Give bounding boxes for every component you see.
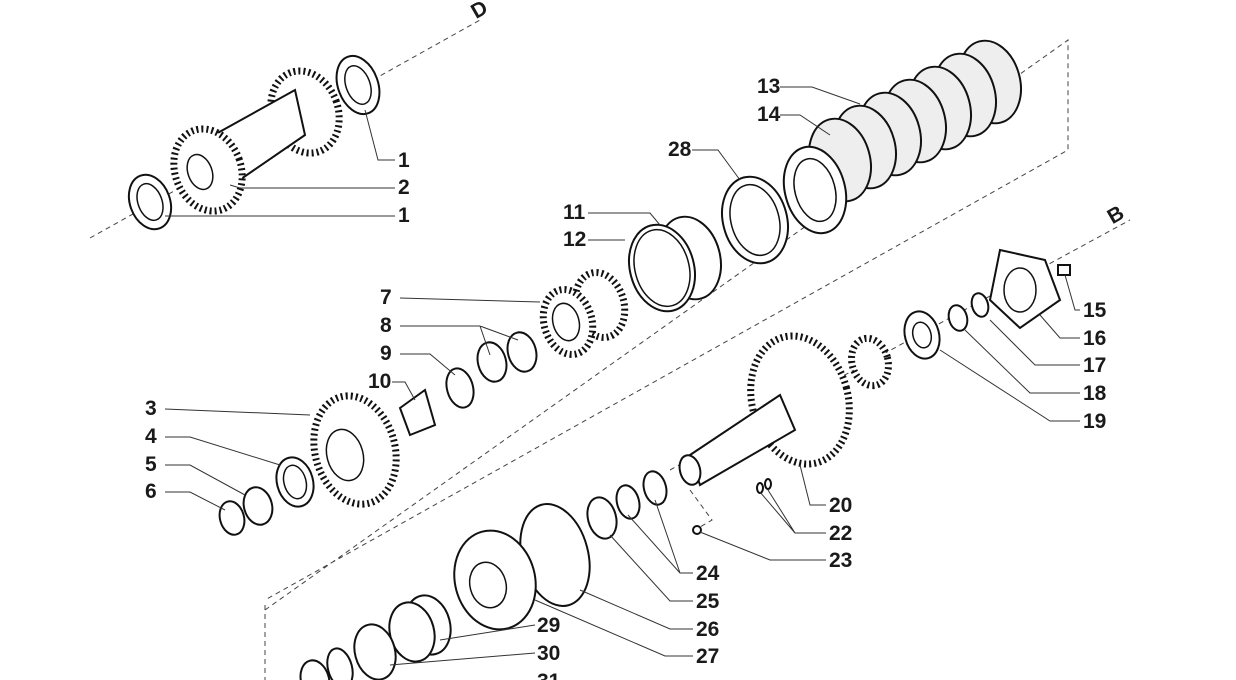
- part-labels: 1 2 1 13 14 28 11 12 7 8 9 10 3 4 5 6 15…: [145, 75, 1107, 680]
- axis-label-b: B: [1103, 201, 1128, 229]
- part-label: 27: [696, 645, 719, 668]
- part-label: 1: [398, 149, 410, 172]
- bearing-1-bottom: [127, 173, 173, 231]
- part-label: 22: [829, 522, 852, 545]
- part-label: 15: [1083, 299, 1107, 322]
- part-label: 2: [398, 176, 410, 199]
- axis-label-d: D: [467, 0, 492, 24]
- part-label: 10: [368, 370, 391, 393]
- part-label: 26: [696, 618, 719, 641]
- part-label: 9: [380, 342, 392, 365]
- part-label: 19: [1083, 410, 1106, 433]
- part-label: 28: [668, 138, 692, 161]
- part-label: 13: [757, 75, 780, 98]
- part-label: 7: [380, 286, 392, 309]
- part-label: 16: [1083, 327, 1106, 350]
- mainshaft-parts: [218, 215, 722, 536]
- part-label: 25: [696, 590, 720, 613]
- part-label: 12: [563, 228, 586, 251]
- output-shaft-assembly: [678, 248, 1071, 535]
- bolt-15: [1057, 264, 1071, 276]
- part-label: 18: [1083, 382, 1107, 405]
- part-label: 31: [537, 670, 561, 680]
- clutch-disc-pack: [721, 39, 1022, 265]
- part-label: 6: [145, 480, 157, 503]
- part-label: 11: [563, 201, 586, 224]
- part-label: 17: [1083, 354, 1106, 377]
- gear-front: [170, 125, 246, 215]
- part-label: 4: [145, 425, 157, 448]
- piston-group: [299, 470, 668, 680]
- part-label: 1: [398, 204, 410, 227]
- part-label: 3: [145, 397, 157, 420]
- countershaft-assembly: [127, 54, 381, 231]
- part-label: 14: [757, 103, 781, 126]
- part-label: 30: [537, 642, 560, 665]
- part-label: 23: [829, 549, 852, 572]
- part-label: 24: [696, 562, 720, 585]
- part-label: 5: [145, 453, 157, 476]
- part-label: 20: [829, 494, 852, 517]
- leader-lines: [164, 86, 1080, 666]
- part-label: 29: [537, 614, 560, 637]
- part-label: 8: [380, 314, 392, 337]
